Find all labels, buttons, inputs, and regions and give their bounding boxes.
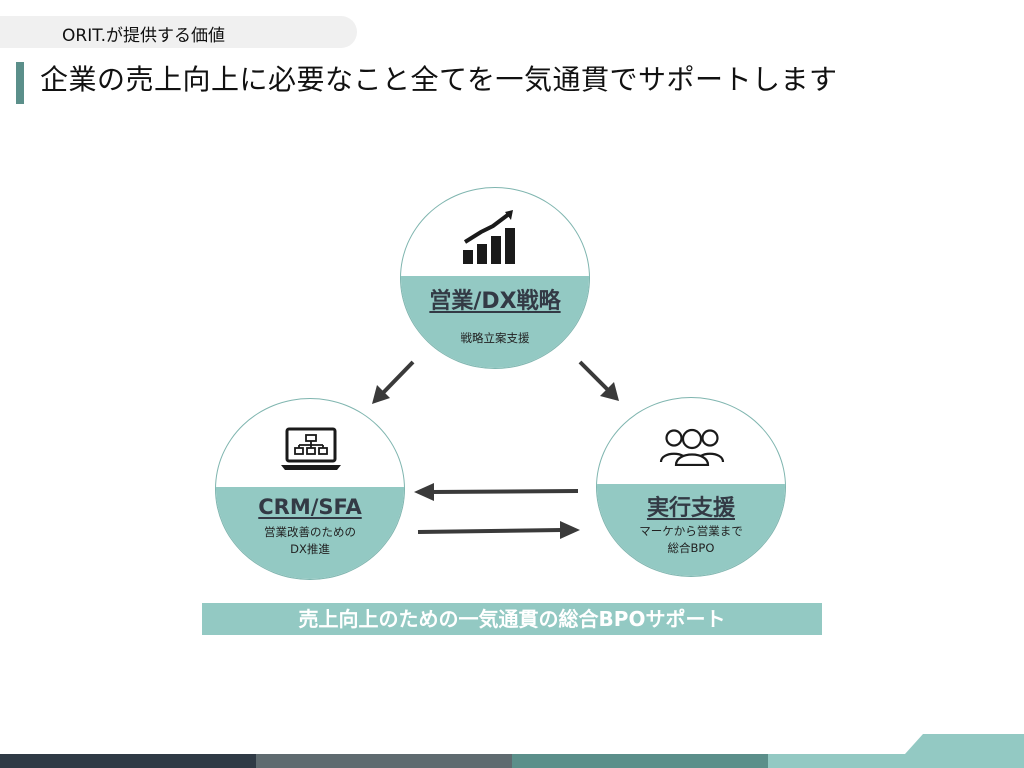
- arrow-right-to-left: [414, 483, 579, 501]
- crm-sfa-sub: 営業改善のための DX推進: [216, 524, 404, 558]
- page-title: 企業の売上向上に必要なこと全てを一気通貫でサポートします: [40, 63, 838, 96]
- execution-label: 実行支援: [646, 496, 735, 521]
- bar-chart-growth-icon: [461, 208, 521, 270]
- footer-segment-1: [0, 754, 256, 768]
- arrow-top-to-left: [372, 360, 415, 404]
- crm-sfa-sub-line2: DX推進: [290, 542, 330, 556]
- execution-circle-fill: [597, 484, 785, 576]
- summary-banner-text: 売上向上のための一気通貫の総合BPOサポート: [298, 607, 726, 631]
- crm-sfa-circle-fill: [216, 487, 404, 579]
- section-label: ORIT.が提供する価値: [62, 26, 225, 46]
- execution-sub-line2: 総合BPO: [667, 541, 715, 555]
- crm-sfa-sub-line1: 営業改善のための: [264, 525, 356, 539]
- section-tab: ORIT.が提供する価値: [0, 16, 357, 48]
- footer-segment-2: [256, 754, 512, 768]
- strategy-sub: 戦略立案支援: [460, 331, 530, 345]
- execution-sub-line1: マーケから営業まで: [639, 524, 743, 538]
- crm-sfa-circle: CRM/SFA 営業改善のための DX推進: [215, 398, 405, 580]
- footer-segment-4: [768, 754, 1024, 768]
- execution-circle: 実行支援 マーケから営業まで 総合BPO: [596, 397, 786, 577]
- title-accent-bar: [16, 62, 24, 104]
- people-group-icon: [658, 426, 726, 470]
- footer-segment-3: [512, 754, 768, 768]
- strategy-circle: 営業/DX戦略 戦略立案支援: [400, 187, 590, 369]
- laptop-org-chart-icon: [279, 427, 343, 475]
- strategy-label: 営業/DX戦略: [429, 289, 561, 314]
- crm-sfa-label: CRM/SFA: [258, 495, 362, 519]
- footer-tab: [905, 734, 1024, 754]
- summary-banner: 売上向上のための一気通貫の総合BPOサポート: [202, 603, 822, 635]
- strategy-circle-fill: [401, 276, 589, 368]
- arrow-left-to-right: [417, 521, 580, 539]
- execution-sub: マーケから営業まで 総合BPO: [597, 523, 785, 557]
